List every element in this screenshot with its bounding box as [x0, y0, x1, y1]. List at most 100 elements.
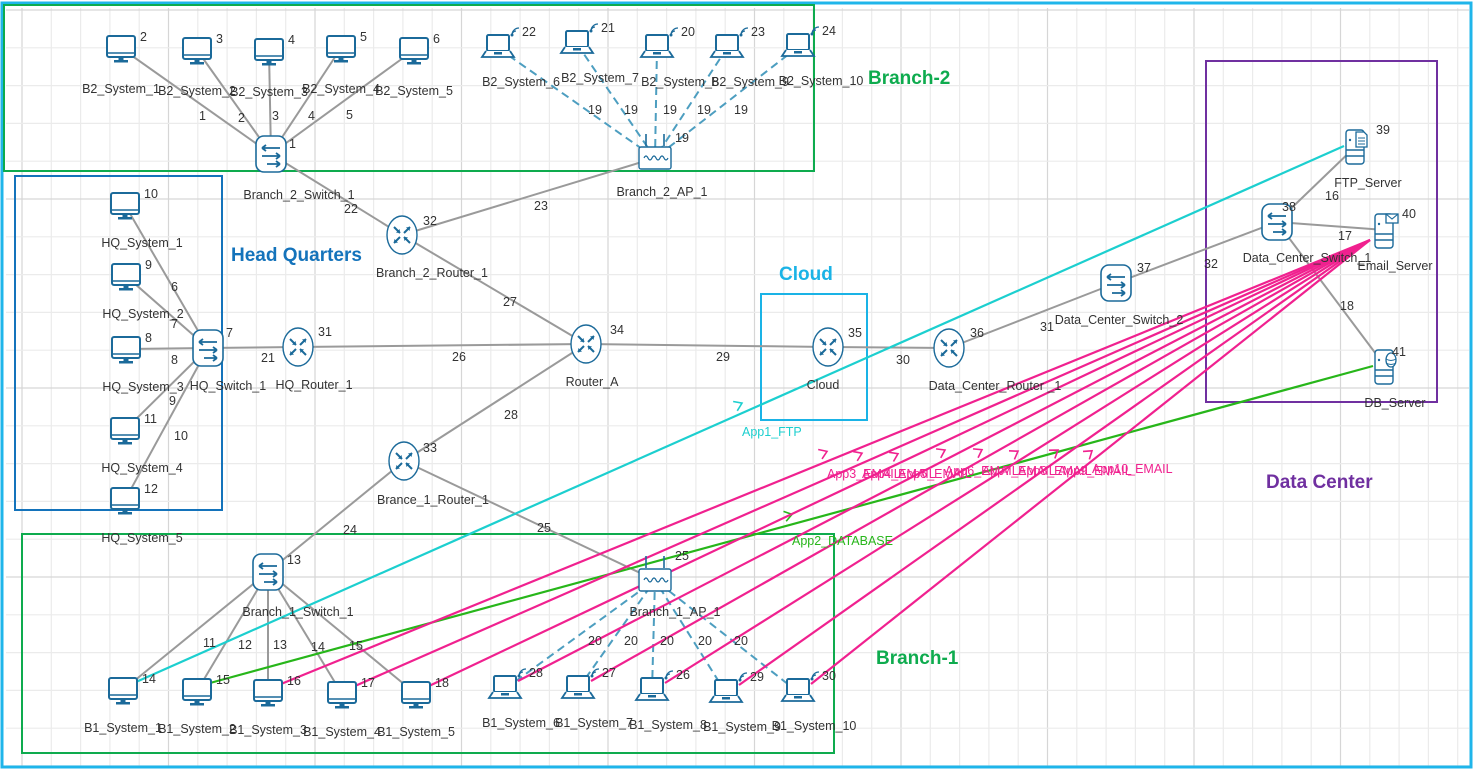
link-10[interactable]	[124, 347, 209, 501]
link-4[interactable]	[270, 47, 342, 155]
app-label-App6_EMAIL[interactable]: App6_EMAIL	[945, 464, 1019, 478]
link-11[interactable]	[122, 571, 269, 691]
app-flow-App6_EMAIL[interactable]	[517, 239, 1371, 682]
region-box-branch-1[interactable]	[21, 533, 835, 754]
link-22[interactable]	[270, 153, 403, 236]
link-29[interactable]	[585, 343, 829, 348]
link-19[interactable]	[576, 43, 656, 159]
link-5[interactable]	[270, 49, 415, 155]
node-b2-system-9[interactable]	[709, 27, 749, 58]
link-20[interactable]	[504, 579, 656, 690]
node-id-label: 24	[822, 24, 836, 38]
link-20[interactable]	[577, 579, 656, 690]
link-2[interactable]	[196, 49, 272, 155]
link-23[interactable]	[401, 157, 656, 236]
link-6[interactable]	[124, 204, 209, 349]
node-b2-system-8[interactable]	[639, 27, 679, 58]
node-b1-system-5[interactable]	[401, 681, 431, 709]
node-b1-system-6[interactable]	[487, 668, 527, 699]
app-flow-App9_EMAIL[interactable]	[738, 239, 1371, 686]
link-25[interactable]	[403, 460, 656, 581]
node-router-a[interactable]	[570, 324, 602, 364]
link-20[interactable]	[654, 579, 727, 694]
node-b1-system-3[interactable]	[253, 679, 283, 707]
node-cloud[interactable]	[812, 327, 844, 367]
link-20[interactable]	[654, 579, 799, 693]
link-28[interactable]	[403, 343, 587, 462]
app-label-App2_DATABASE[interactable]: App2_DATABASE	[792, 534, 893, 548]
app-flow-App5_EMAIL[interactable]	[428, 239, 1371, 687]
node-email-server[interactable]	[1374, 213, 1399, 249]
link-17[interactable]	[1276, 221, 1386, 231]
link-31[interactable]	[948, 282, 1117, 349]
node-branch-2-ap-1[interactable]	[638, 134, 672, 170]
link-1[interactable]	[120, 47, 272, 155]
app-label-App4_EMAIL[interactable]: App4_EMAIL	[862, 467, 936, 481]
app-label-App7_EMAIL[interactable]: App7_EMAIL	[982, 464, 1056, 478]
node-b1-system-8[interactable]	[634, 670, 674, 701]
node-hq-system-3[interactable]	[111, 336, 141, 364]
region-box-data-center[interactable]	[1205, 60, 1438, 403]
app-flow-App2_DATABASE[interactable]	[209, 364, 1374, 685]
link-19[interactable]	[654, 46, 799, 159]
app-flow-App1_FTP[interactable]	[135, 144, 1345, 684]
app-label-App5_EMAIL[interactable]: App5_EMAIL	[898, 467, 972, 481]
node-b2-system-4[interactable]	[326, 35, 356, 63]
node-branch-2-switch-1[interactable]	[255, 135, 287, 173]
link-20[interactable]	[651, 579, 656, 692]
node-b2-system-2[interactable]	[182, 37, 212, 65]
link-24[interactable]	[267, 460, 405, 573]
app-flow-App3_EMAIL[interactable]	[280, 238, 1371, 686]
node-b2-system-10[interactable]	[780, 26, 820, 57]
region-box-branch-2[interactable]	[3, 4, 815, 172]
node-id-label: 13	[287, 553, 301, 567]
app-label-App9_EMAIL[interactable]: App9_EMAIL	[1058, 464, 1132, 478]
link-27[interactable]	[401, 234, 587, 345]
app-flow-App8_EMAIL[interactable]	[664, 239, 1371, 684]
node-b2-system-1[interactable]	[106, 35, 136, 63]
node-b1-system-9[interactable]	[708, 672, 748, 703]
node-hq-system-2[interactable]	[111, 263, 141, 291]
node-hq-system-1[interactable]	[110, 192, 140, 220]
link-12[interactable]	[196, 571, 269, 692]
app-label-App3_EMAIL[interactable]: App3_EMAIL	[827, 467, 901, 481]
link-19[interactable]	[654, 47, 658, 159]
app-label-App1_FTP[interactable]: App1_FTP	[742, 425, 802, 439]
app-label-App10_EMAIL[interactable]: App10_EMAIL	[1092, 462, 1173, 476]
node-b1-system-2[interactable]	[182, 678, 212, 706]
node-b2-system-7[interactable]	[559, 23, 599, 54]
node-branch-1-switch-1[interactable]	[252, 553, 284, 591]
app-label-App8_EMAIL[interactable]: App8_EMAIL	[1018, 464, 1092, 478]
node-hq-router-1[interactable]	[282, 327, 314, 367]
node-b1-system-10[interactable]	[780, 671, 820, 702]
node-b2-system-6[interactable]	[480, 27, 520, 58]
node-data-center-switch-1[interactable]	[1261, 203, 1293, 241]
node-b1-system-7[interactable]	[560, 668, 600, 699]
link-26[interactable]	[297, 343, 587, 348]
link-32[interactable]	[1115, 221, 1278, 284]
node-hq-system-5[interactable]	[110, 487, 140, 515]
node-branch-2-router-1[interactable]	[386, 215, 418, 255]
node-b2-system-5[interactable]	[399, 37, 429, 65]
link-14[interactable]	[267, 571, 343, 695]
node-b2-system-3[interactable]	[254, 38, 284, 66]
link-19[interactable]	[497, 47, 656, 159]
node-data-center-switch-2[interactable]	[1100, 264, 1132, 302]
node-db-server[interactable]	[1374, 349, 1397, 385]
node-brance-1-router-1[interactable]	[388, 441, 420, 481]
node-data-center-router-1[interactable]	[933, 328, 965, 368]
link-18[interactable]	[1276, 221, 1386, 367]
node-hq-switch-1[interactable]	[192, 329, 224, 367]
node-ftp-server[interactable]	[1345, 129, 1368, 165]
app-flow-App10_EMAIL[interactable]	[810, 239, 1371, 685]
link-15[interactable]	[267, 571, 417, 695]
app-flow-App7_EMAIL[interactable]	[590, 239, 1371, 682]
node-hq-system-4[interactable]	[110, 417, 140, 445]
node-b1-system-4[interactable]	[327, 681, 357, 709]
link-19[interactable]	[654, 47, 728, 159]
node-b1-system-1[interactable]	[108, 677, 138, 705]
app-flow-App4_EMAIL[interactable]	[354, 238, 1371, 688]
node-branch-1-ap-1[interactable]	[638, 556, 672, 592]
